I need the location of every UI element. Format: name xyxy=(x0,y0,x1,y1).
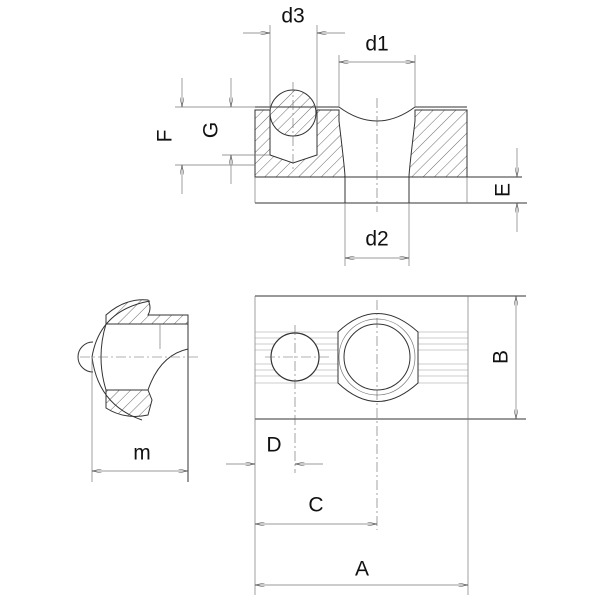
label-A: A xyxy=(355,558,369,581)
label-B: B xyxy=(490,350,513,364)
side-view: m xyxy=(77,299,200,482)
label-E: E xyxy=(492,183,515,197)
label-d2: d2 xyxy=(365,228,388,251)
label-d3: d3 xyxy=(281,5,304,28)
label-F: F xyxy=(154,130,177,143)
label-G: G xyxy=(200,122,223,138)
label-C: C xyxy=(308,494,323,517)
label-D: D xyxy=(266,434,281,457)
label-d1: d1 xyxy=(365,33,388,56)
section-view: d3 d1 d2 F G E xyxy=(154,5,527,266)
label-m: m xyxy=(133,442,151,465)
plan-view: B D C A xyxy=(226,295,526,595)
